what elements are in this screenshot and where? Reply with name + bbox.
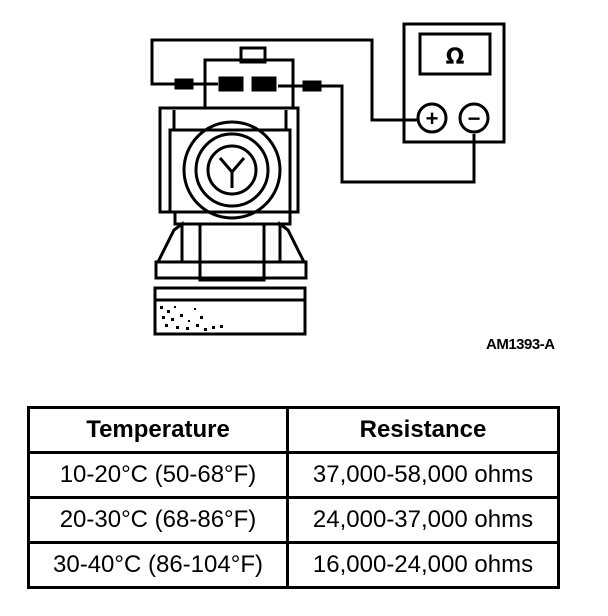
figure-code: AM1393-A — [486, 336, 555, 353]
table-row: 30-40°C (86-104°F) 16,000-24,000 ohms — [27, 541, 560, 589]
probe-right — [278, 80, 322, 92]
table-header-row: Temperature Resistance — [27, 406, 560, 454]
table-row: 20-30°C (68-86°F) 24,000-37,000 ohms — [27, 496, 560, 544]
sensor-ohmmeter-diagram: + − Ω — [150, 22, 506, 336]
meter-display-symbol: Ω — [446, 45, 465, 70]
temperature-cell: 20-30°C (68-86°F) — [27, 496, 289, 544]
base-speckles — [160, 306, 223, 331]
column-header-temperature: Temperature — [27, 406, 289, 454]
positive-terminal: + — [416, 102, 448, 134]
temperature-cell: 30-40°C (86-104°F) — [27, 541, 289, 589]
probe-left — [174, 78, 218, 90]
negative-terminal-symbol: − — [468, 106, 481, 131]
temperature-cell: 10-20°C (50-68°F) — [27, 451, 289, 499]
resistance-cell: 37,000-58,000 ohms — [286, 451, 560, 499]
table-row: 10-20°C (50-68°F) 37,000-58,000 ohms — [27, 451, 560, 499]
sensor-body — [153, 46, 308, 336]
positive-terminal-symbol: + — [426, 106, 439, 131]
resistance-cell: 16,000-24,000 ohms — [286, 541, 560, 589]
test-leads — [150, 38, 476, 184]
resistance-cell: 24,000-37,000 ohms — [286, 496, 560, 544]
negative-terminal: − — [458, 102, 490, 134]
column-header-resistance: Resistance — [286, 406, 560, 454]
resistance-spec-table: Temperature Resistance 10-20°C (50-68°F)… — [27, 406, 560, 589]
ohmmeter — [402, 22, 506, 144]
